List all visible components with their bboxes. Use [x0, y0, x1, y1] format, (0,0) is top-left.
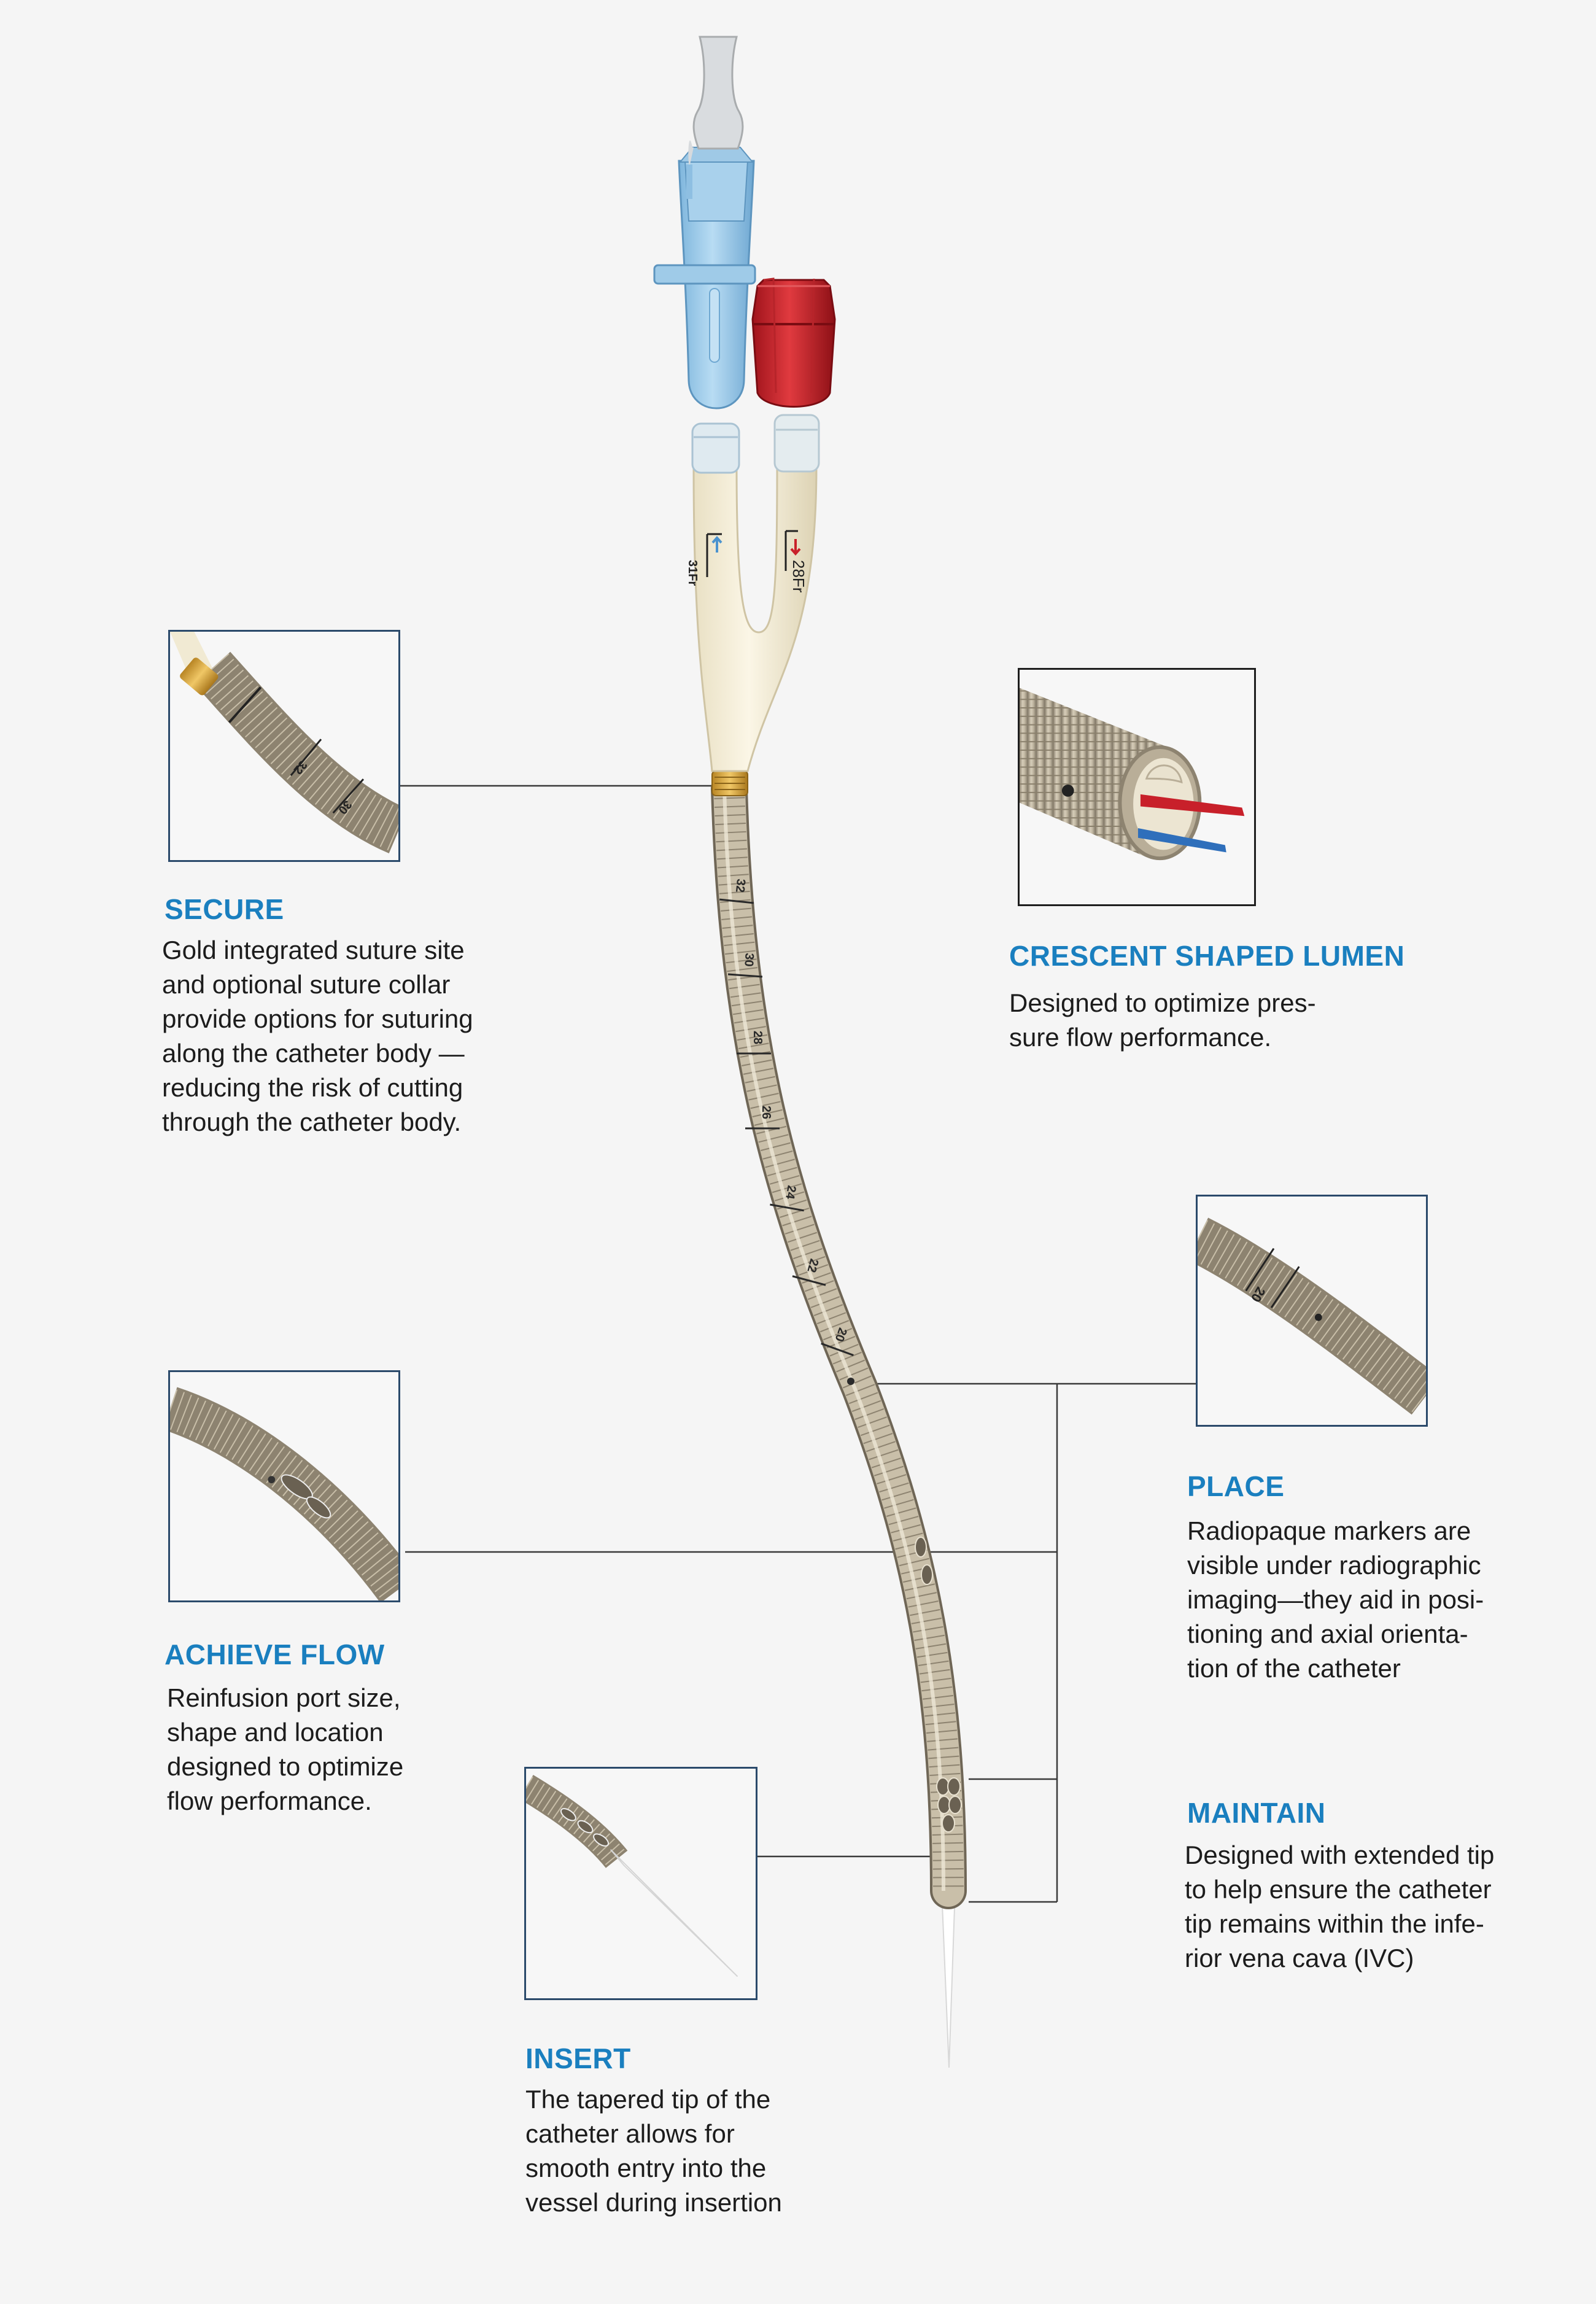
place-text: Radiopaque markers are visible under rad…: [1187, 1516, 1484, 1683]
reinfusion-ports: [915, 1537, 962, 1833]
maintain-text: Designed with extended tip to help ensur…: [1185, 1840, 1495, 1972]
depth-mark-label: 28: [751, 1031, 764, 1044]
achieve-flow-title: ACHIEVE FLOW: [165, 1639, 385, 1670]
maintain-title: MAINTAIN: [1187, 1797, 1326, 1829]
achieve-flow-inset: [168, 1370, 400, 1602]
secure-title: SECURE: [165, 893, 284, 925]
catheter-ribs: [714, 788, 964, 1891]
depth-mark-tick: [792, 1275, 826, 1286]
hub-label-left: 31Fr: [686, 560, 699, 586]
achieve-flow-text: Reinfusion port size, shape and location…: [167, 1683, 404, 1815]
insert-inset: [524, 1767, 757, 2000]
secure-inset-image: 32 30: [170, 632, 398, 853]
insert-title: INSERT: [525, 2042, 631, 2074]
depth-mark-label: 32: [733, 878, 748, 893]
secure-inset: 32 30: [168, 630, 400, 862]
depth-mark-label: 26: [759, 1106, 773, 1119]
catheter-tip: [940, 1889, 956, 2068]
insert-text: The tapered tip of the catheter allows f…: [525, 2085, 782, 2217]
hub-label-right: 28Fr: [789, 560, 808, 593]
lumen-inset-image: [1020, 688, 1245, 861]
radiopaque-marker: [847, 1378, 854, 1385]
lumen-title: CRESCENT SHAPED LUMEN: [1009, 940, 1405, 972]
catheter-hub: [692, 465, 818, 772]
depth-mark-label: 24: [783, 1184, 799, 1201]
achieve-flow-inset-image: [170, 1387, 398, 1600]
lumen-text: Designed to optimize pres- sure flow per…: [1009, 988, 1316, 1052]
catheter-highlight: [722, 788, 945, 1891]
leader-lines: [400, 785, 1197, 1903]
red-luer-connector: [751, 277, 836, 408]
secure-text: Gold integrated suture site and optional…: [162, 936, 473, 1136]
place-title: PLACE: [1187, 1470, 1285, 1502]
depth-mark-tick: [727, 973, 763, 978]
insert-inset-image: [526, 1775, 738, 1977]
depth-mark-tick: [770, 1203, 804, 1212]
blue-luer-connector: [653, 36, 756, 409]
place-inset: 20: [1196, 1195, 1428, 1427]
depth-mark-label: 30: [742, 953, 756, 968]
depth-mark-tick: [821, 1343, 854, 1356]
depth-mark-tick: [719, 898, 754, 904]
lumen-inset: [1018, 668, 1256, 906]
place-inset-image: 20: [1198, 1217, 1426, 1415]
